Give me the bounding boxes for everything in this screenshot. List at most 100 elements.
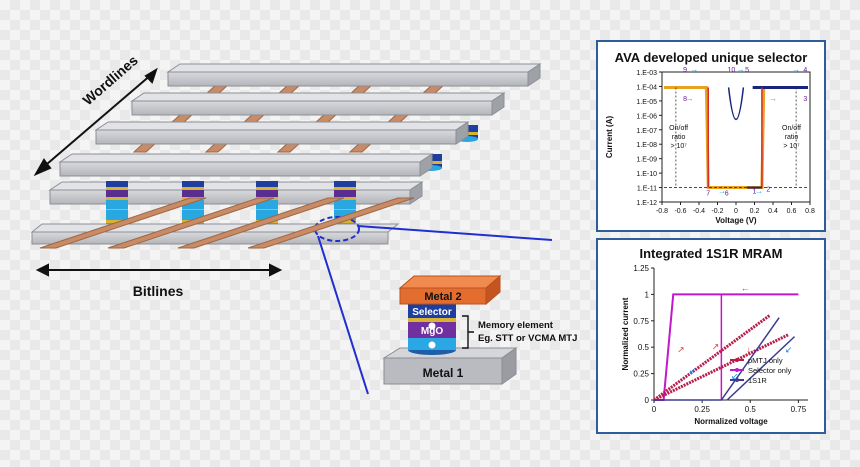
mr-xtick: 0.75 [791,405,807,414]
mr-ytick: 0.75 [633,317,649,326]
wordline [166,63,542,87]
mram-panel-title: Integrated 1S1R MRAM [639,246,783,261]
mr-curve-pmtj-2 [653,333,790,402]
mr-direction-arrow-icon: ← [741,283,750,293]
iv-sweep-number: 8 [683,96,687,103]
iv-sweep-number: 2 [766,187,770,194]
iv-left-annotation: On/off [669,125,688,132]
memory-bracket [462,315,474,349]
bitline [39,197,207,249]
iv-left-annotation: > 10⁷ [670,143,687,150]
memory-pillar-front [256,181,278,209]
iv-ylabel: Current (A) [605,116,614,159]
mr-xtick: 0.25 [694,405,710,414]
iv-xtick: 0.6 [787,208,797,215]
iv-xtick: 0.2 [750,208,760,215]
iv-ytick: 1.E-05 [636,99,657,106]
spin-down-icon [428,341,436,349]
metal1-block [383,357,503,385]
iv-ytick: 1.E-07 [636,128,657,135]
mr-ytick: 0.5 [638,343,650,352]
bitline [247,197,415,249]
mgo-layer [408,322,456,338]
wordlines-arrow [33,67,158,177]
mr-legend-label: 1S1R [748,376,767,385]
stack-yellow-2 [408,316,456,322]
iv-xlabel: Voltage (V) [715,216,757,225]
iv-sweep-arrow-icon: → [755,187,763,196]
iv-xtick: 0.8 [805,208,815,215]
mr-legend-label: pMTJ only [748,356,783,365]
mr-curve-1s1r [654,317,780,401]
iv-sweep-number: 5 [745,67,749,74]
wordline [48,181,424,205]
cell-detail: Metal 1 MgO Selector Metal 2 Memory elem… [382,274,577,385]
iv-chart: 1.E-031.E-041.E-051.E-061.E-071.E-081.E-… [605,65,815,225]
mr-ytick: 1 [645,290,650,299]
iv-sweep-number: 6 [725,191,729,198]
mr-ytick: 1.25 [633,264,649,273]
mr-ylabel: Normalized current [621,297,630,370]
mr-direction-arrow-icon: ↙ [785,344,793,354]
wordline [130,92,506,116]
mr-direction-arrow-icon: ↓ [746,344,751,354]
iv-sweep-number: 1 [753,189,757,196]
crossbar-array: Wordlines Bitlines [30,52,553,395]
mgo-label: MgO [421,326,443,337]
iv-ytick: 1.E-06 [636,113,657,120]
iv-sweep-arrow-icon: → [686,94,694,103]
iv-sweep-arrow-icon: → [718,187,726,196]
iv-ytick: 1.E-12 [636,200,657,207]
mr-curve-1s1r-2 [726,336,796,401]
iv-xtick: -0.4 [693,208,705,215]
iv-xtick: -0.8 [656,208,668,215]
iv-sweep-number: 10 [727,67,735,74]
mr-legend-label: Selector only [748,366,792,375]
iv-xtick: 0.4 [768,208,778,215]
memory-label-1: Memory element [478,320,554,331]
iv-curve-dip [727,87,745,121]
metal1-label: Metal 1 [423,366,464,380]
bitline [177,197,345,249]
mr-direction-arrow-icon: ↗ [677,344,685,354]
selector-label: Selector [412,307,452,318]
metal2-side [485,274,501,306]
mr-ytick: 0.25 [633,370,649,379]
memory-label-2: Eg. STT or VCMA MTJ [478,333,577,344]
iv-sweep-number: 3 [803,96,807,103]
mr-ytick: 0 [645,396,650,405]
iv-right-annotation: > 10⁷ [783,143,800,150]
bitlines-label: Bitlines [133,283,184,299]
iv-sweep-arrow-icon: → [690,65,698,74]
metal2-top [398,275,502,289]
iv-panel-title: AVA developed unique selector [614,50,808,65]
bitline [107,197,275,249]
iv-sweep-arrow-icon: → [769,94,777,103]
mr-direction-arrow-icon: ↗ [712,341,720,351]
metal2-label: Metal 2 [424,291,461,303]
iv-right-annotation: On/off [782,125,801,132]
iv-ytick: 1.E-08 [636,142,657,149]
iv-right-annotation: ratio [785,134,799,141]
spin-up-icon [428,322,436,330]
iv-left-annotation: ratio [672,134,686,141]
wordline [58,153,434,177]
memory-pillar-front [334,181,356,209]
bitlines-arrow [35,263,283,277]
iv-xtick: 0 [734,208,738,215]
mr-direction-arrow-icon: ↙ [731,371,739,381]
iv-sweep-arrow-icon: → [792,65,800,74]
wordline [94,121,470,145]
iv-xtick: -0.6 [674,208,686,215]
iv-sweep-number: 9 [683,67,687,74]
wordlines-label: Wordlines [79,52,141,108]
mr-direction-arrow-icon: ↙ [689,366,697,376]
iv-ytick: 1.E-04 [636,84,657,91]
iv-ytick: 1.E-11 [637,186,657,193]
iv-ytick: 1.E-10 [636,171,657,178]
iv-ytick: 1.E-09 [636,157,657,164]
mr-xlabel: Normalized voltage [694,417,768,426]
memory-pillar-front [106,181,128,209]
iv-sweep-number: 7 [706,191,710,198]
